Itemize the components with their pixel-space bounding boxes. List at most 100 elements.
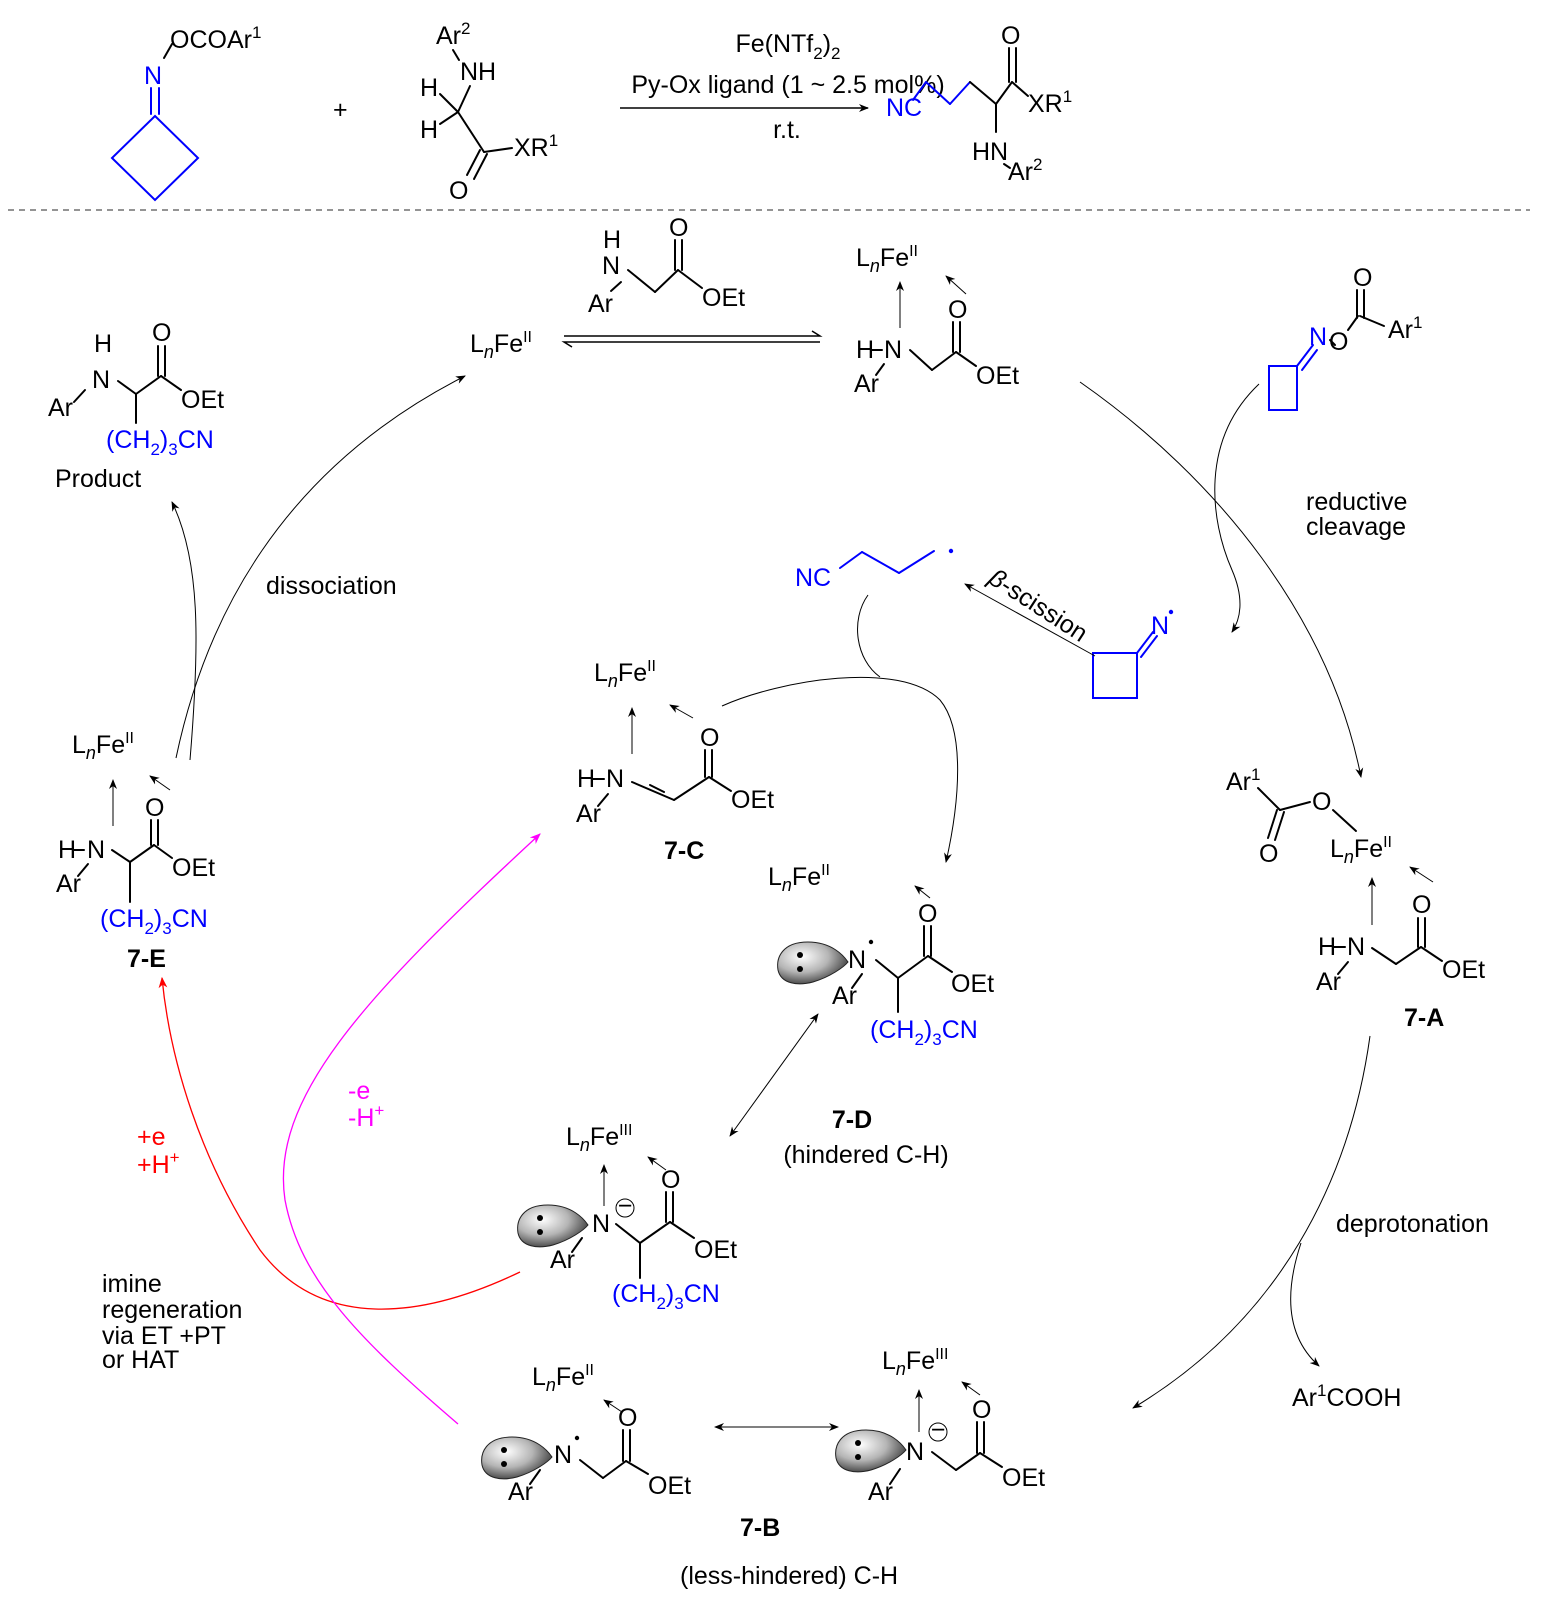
label-imine: imine — [102, 1270, 162, 1298]
label-7D-note: (hindered C-H) — [783, 1141, 948, 1169]
label-via-et-pt: via ET +PT — [102, 1322, 226, 1350]
svg-text:O: O — [152, 319, 171, 347]
complex-fe-glycine: LnFeII H N Ar O OEt — [854, 243, 1019, 398]
oxime-n: N — [144, 62, 162, 90]
svg-text:Ar1: Ar1 — [1388, 313, 1422, 344]
oxime-ester-reagent: N O O Ar1 — [1268, 264, 1422, 411]
plus-sign: + — [333, 96, 348, 124]
svg-text:O: O — [1412, 891, 1431, 919]
label-7D: 7-D — [832, 1106, 872, 1134]
arrow-to-byproduct — [1290, 1242, 1320, 1367]
svg-text:Ar: Ar — [588, 290, 613, 318]
label-7A: 7-A — [1404, 1004, 1444, 1032]
label-deprotonation: deprotonation — [1336, 1210, 1489, 1238]
arrow-oxidation-to-7C — [282, 833, 541, 1425]
svg-text:O: O — [618, 1404, 637, 1432]
label-or-hat: or HAT — [102, 1346, 179, 1374]
svg-text:N: N — [602, 252, 620, 280]
svg-text:LnFeIII: LnFeIII — [566, 1122, 632, 1155]
svg-text:O: O — [918, 900, 937, 928]
svg-text:H: H — [856, 336, 874, 364]
svg-text:Ar: Ar — [508, 1478, 533, 1506]
svg-text:Ar: Ar — [868, 1478, 893, 1506]
svg-text:N: N — [554, 1441, 572, 1469]
svg-text:O: O — [948, 296, 967, 324]
iminyl-radical: N — [1092, 609, 1174, 699]
svg-text:LnFeII: LnFeII — [532, 1362, 594, 1395]
label-beta-scission: β-scission — [983, 563, 1093, 648]
equilibrium-arrows: H N Ar O OEt — [561, 214, 823, 348]
svg-text:H: H — [420, 116, 438, 144]
label-7C: 7-C — [664, 837, 704, 865]
svg-text:N: N — [848, 946, 866, 974]
svg-text:O: O — [661, 1166, 680, 1194]
svg-text:O: O — [700, 724, 719, 752]
svg-text:Ar2: Ar2 — [436, 19, 470, 50]
label-7E: 7-E — [127, 945, 166, 973]
product-label: Product — [55, 465, 141, 493]
svg-text:H: H — [577, 765, 595, 793]
intermediate-7B-anion: LnFeIII N − Ar O OEt — [835, 1346, 1045, 1506]
svg-text:r.t.: r.t. — [773, 116, 801, 144]
svg-text:(CH2)3CN: (CH2)3CN — [612, 1280, 720, 1313]
label-regeneration: regeneration — [102, 1296, 242, 1324]
reactant-oxime-ester: N OCOAr1 — [110, 23, 261, 202]
svg-text:OEt: OEt — [181, 386, 224, 414]
svg-text:OEt: OEt — [731, 786, 774, 814]
arrow-7A-to-7B — [1132, 1035, 1371, 1409]
svg-text:LnFeII: LnFeII — [72, 730, 134, 763]
arrow-7E-to-catalyst — [175, 375, 466, 759]
svg-text:Py-Ox ligand (1 ~ 2.5 mol%): Py-Ox ligand (1 ~ 2.5 mol%) — [631, 71, 944, 99]
svg-text:LnFeII: LnFeII — [1330, 834, 1392, 867]
label-reductive: reductive — [1306, 488, 1407, 516]
svg-text:LnFeII: LnFeII — [594, 658, 656, 691]
beta-scission-arrow — [964, 583, 1096, 657]
svg-text:N: N — [92, 366, 110, 394]
svg-text:(CH2)3CN: (CH2)3CN — [106, 426, 214, 459]
byproduct-acid: Ar1COOH — [1292, 1381, 1401, 1412]
svg-text:LnFeII: LnFeII — [768, 862, 830, 895]
svg-text:NC: NC — [795, 564, 831, 592]
svg-text:H: H — [603, 226, 621, 254]
svg-text:N: N — [884, 336, 902, 364]
arrow-7E-to-product — [171, 501, 197, 761]
svg-text:Ar: Ar — [854, 370, 879, 398]
catalyst-LnFeII: LnFeII — [470, 329, 532, 362]
svg-text:N: N — [1347, 933, 1365, 961]
reaction-conditions: Fe(NTf2)2 Py-Ox ligand (1 ~ 2.5 mol%) r.… — [620, 30, 945, 144]
svg-text:Ar: Ar — [1316, 968, 1341, 996]
label-7B: 7-B — [740, 1514, 780, 1542]
svg-text:N: N — [87, 836, 105, 864]
svg-text:N: N — [1151, 612, 1169, 640]
intermediate-7D-anion: LnFeIII N − Ar O OEt (CH2)3CN — [517, 1122, 737, 1313]
svg-text:N: N — [1309, 323, 1327, 351]
svg-text:O: O — [669, 214, 688, 242]
svg-text:(CH2)3CN: (CH2)3CN — [100, 905, 208, 938]
resonance-arrow-7D — [729, 1013, 819, 1137]
arrow-complex-to-7A — [1079, 381, 1364, 778]
svg-text:N: N — [606, 765, 624, 793]
intermediate-7B-radical: LnFeII N Ar O OEt — [481, 1362, 691, 1506]
cyanoalkyl-radical: NC — [795, 548, 954, 592]
svg-text:Ar: Ar — [576, 800, 601, 828]
svg-text:H: H — [420, 74, 438, 102]
intermediate-7C: LnFeII H N Ar O OEt 7-C — [576, 658, 774, 865]
label-cleavage: cleavage — [1306, 513, 1406, 541]
svg-text:Fe(NTf2)2: Fe(NTf2)2 — [735, 30, 840, 63]
svg-text:−: − — [931, 1416, 946, 1444]
label-plus-e: +e — [137, 1123, 166, 1151]
svg-text:O: O — [145, 794, 164, 822]
svg-text:OEt: OEt — [1002, 1464, 1045, 1492]
intermediate-7D-radical: LnFeII N Ar O OEt (CH2)3CN — [768, 862, 994, 1049]
top-product: NC O XR1 HN Ar2 — [886, 22, 1072, 186]
svg-text:Ar1: Ar1 — [1226, 765, 1260, 796]
svg-text:XR1: XR1 — [514, 131, 558, 162]
svg-text:OEt: OEt — [1442, 956, 1485, 984]
svg-text:−: − — [618, 1192, 633, 1220]
svg-text:NH: NH — [460, 58, 496, 86]
svg-text:HN: HN — [972, 138, 1008, 166]
svg-text:H: H — [1318, 933, 1336, 961]
oxime-substituent: OCOAr1 — [170, 23, 261, 54]
arrow-reductive-cleavage — [1214, 383, 1260, 633]
svg-text:OEt: OEt — [951, 970, 994, 998]
